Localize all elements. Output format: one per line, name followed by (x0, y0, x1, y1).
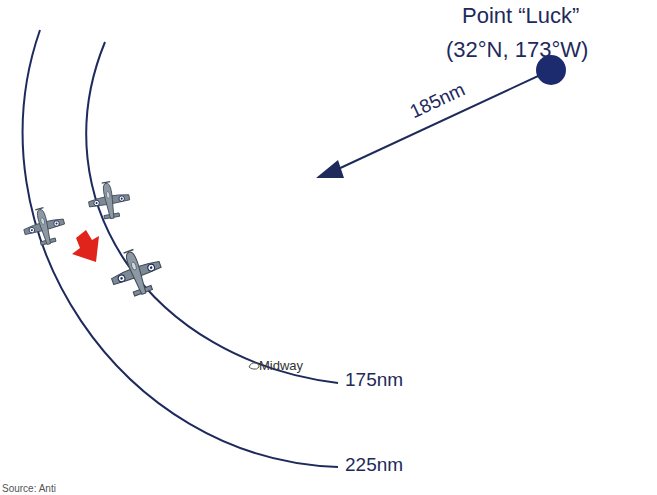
coordinate-label: (32°N, 173°W) (446, 38, 588, 62)
plane-icon (105, 243, 168, 303)
range-label: 225nm (345, 455, 403, 476)
distance-label: 185nm (407, 79, 468, 122)
bearing-arrow (336, 70, 551, 170)
source-note: Source: Anti (2, 483, 56, 494)
plane-icon (86, 179, 133, 222)
island-icon (249, 363, 259, 369)
range-arc (23, 30, 338, 467)
point-label: Point “Luck” (462, 4, 579, 28)
range-label: 175nm (345, 370, 403, 391)
attack-arrow (72, 230, 99, 262)
range-arc (86, 42, 338, 383)
plane-icon (20, 203, 69, 249)
place-label: Midway (259, 359, 303, 373)
arrow-head (316, 160, 344, 178)
